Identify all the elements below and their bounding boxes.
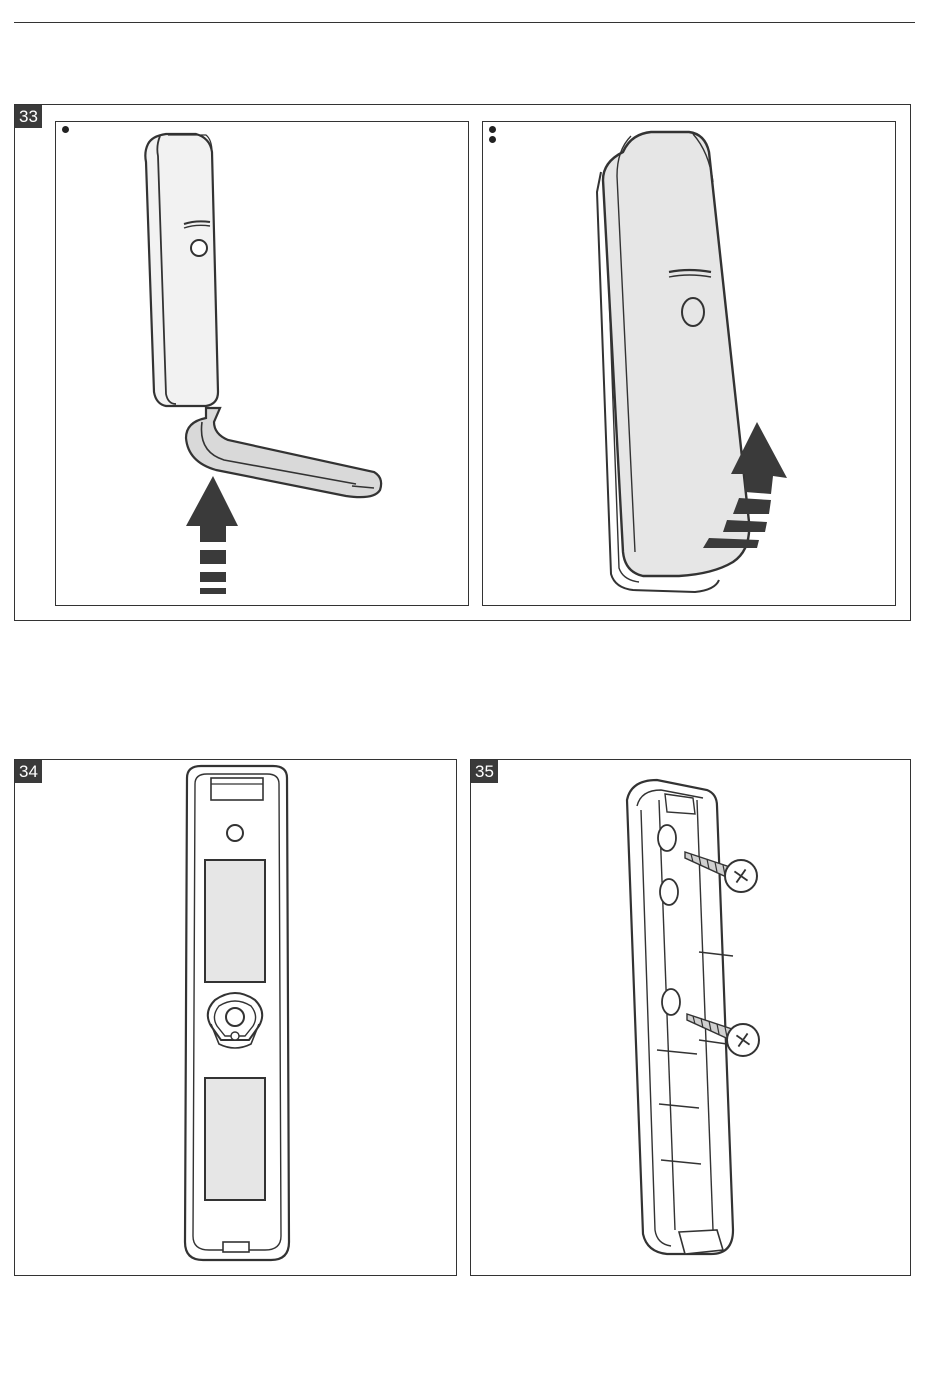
figure-33-panel-2	[482, 121, 896, 606]
adhesive-pad-bottom	[205, 1078, 265, 1200]
figure-33-panel-1	[55, 121, 469, 606]
push-arrow	[186, 476, 238, 542]
header-rule	[14, 22, 915, 23]
detector-sliding-off-base-illustration	[483, 122, 897, 607]
figure-33: 33	[14, 104, 911, 621]
figure-35: 35	[470, 759, 911, 1276]
figure-34: 34	[14, 759, 457, 1276]
adhesive-pad-top	[205, 860, 265, 982]
detector-with-bracket-illustration	[56, 122, 470, 607]
base-rear-view-illustration	[15, 760, 458, 1277]
figure-number: 33	[15, 105, 42, 128]
base-mounting-with-screws-illustration	[471, 760, 912, 1277]
